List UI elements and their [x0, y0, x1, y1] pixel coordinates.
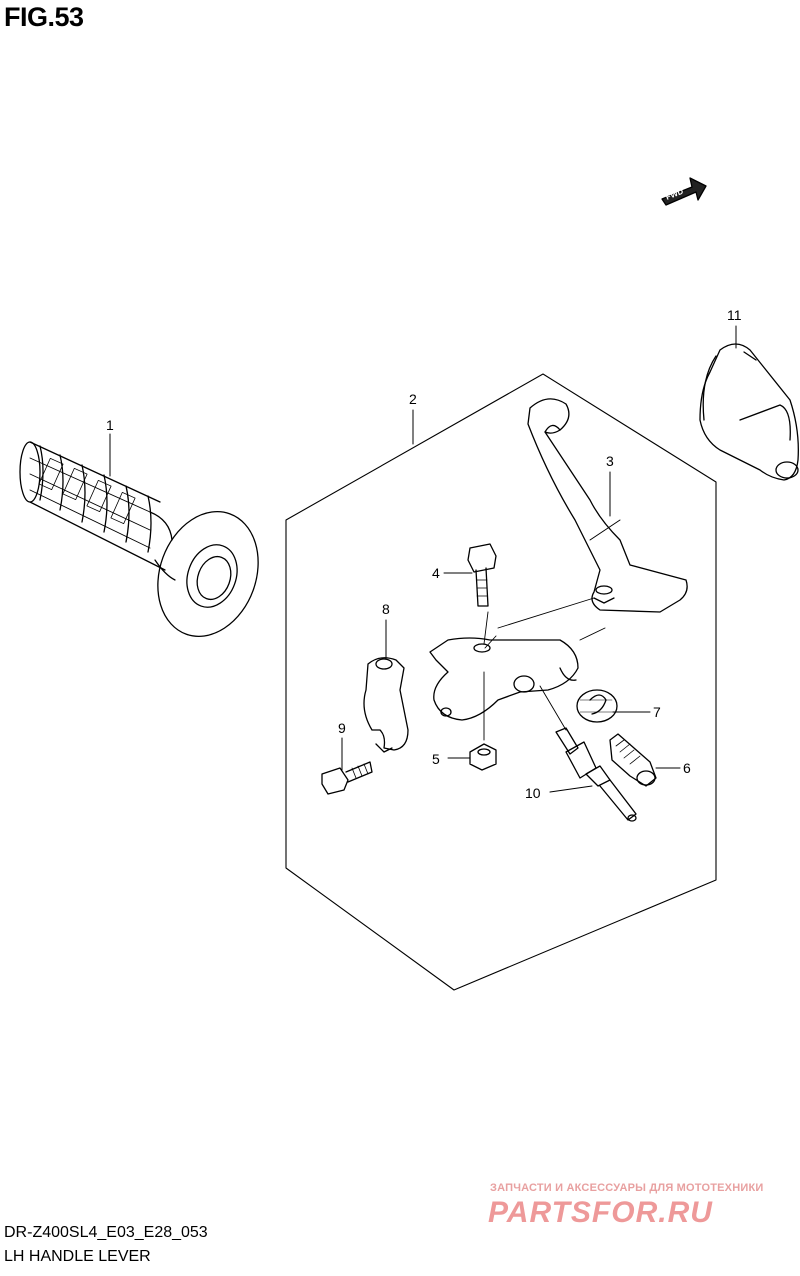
part-2-holder: [429, 637, 579, 721]
callout-1: 1: [106, 417, 114, 433]
callout-10: 10: [525, 785, 541, 801]
part-9-bolt: [321, 761, 373, 795]
part-4-bolt: [467, 543, 497, 607]
fwd-arrow-icon: FWD: [661, 177, 707, 206]
figure-caption: LH HANDLE LEVER: [4, 1248, 151, 1265]
callout-5: 5: [432, 751, 440, 767]
part-8-clamp: [363, 657, 409, 753]
part-10-cable: [555, 727, 637, 822]
callout-6: 6: [683, 760, 691, 776]
part-11-cover: [699, 343, 799, 481]
callout-11: 11: [727, 307, 742, 323]
part-7-adjuster-nut: [576, 689, 618, 723]
part-6-adjuster-bolt: [609, 733, 657, 787]
part-1-grip: [19, 441, 259, 637]
assembly-outline: [285, 373, 717, 991]
callout-9: 9: [338, 720, 346, 736]
part-3-lever: [527, 398, 688, 613]
leader-lines: [109, 325, 737, 793]
assembly-centerlines: [483, 597, 606, 741]
callout-labels: 1 2 3 4 5 6 7 8 9 10 11: [106, 307, 742, 801]
part-5-nut: [469, 743, 497, 771]
callout-8: 8: [382, 601, 390, 617]
watermark-logo: PARTSFOR.RU: [488, 1196, 713, 1229]
callout-3: 3: [606, 453, 614, 469]
diagram-code: DR-Z400SL4_E03_E28_053: [4, 1224, 208, 1241]
callout-2: 2: [409, 391, 417, 407]
watermark-tagline: ЗАПЧАСТИ И АКСЕССУАРЫ ДЛЯ МОТОТЕХНИКИ: [490, 1182, 764, 1194]
figure-title: FIG.53: [4, 2, 84, 32]
callout-4: 4: [432, 565, 440, 581]
callout-7: 7: [653, 704, 661, 720]
